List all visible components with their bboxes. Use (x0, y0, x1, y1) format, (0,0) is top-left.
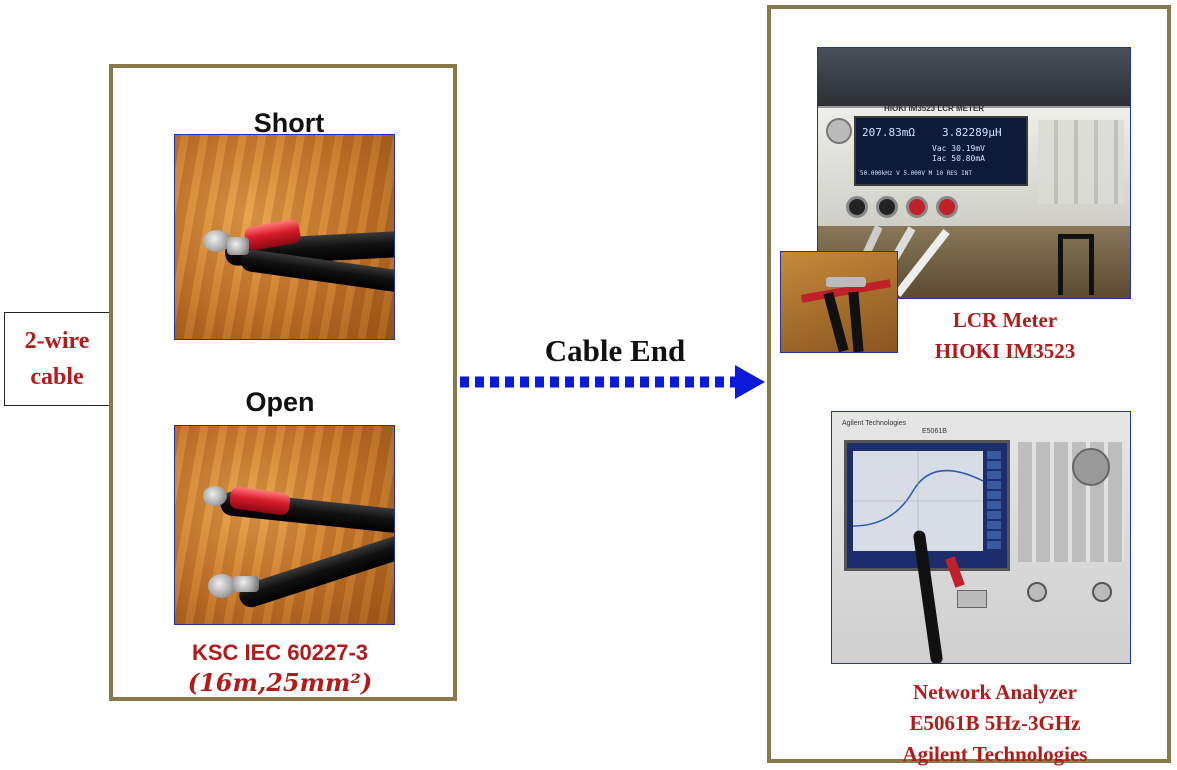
na-caption-line2: E5061B 5Hz-3GHz (909, 711, 1081, 735)
arrow-head (735, 365, 765, 399)
cable-end-arrow (460, 365, 765, 399)
na-knob-icon (1072, 448, 1110, 486)
na-model-text: E5061B (922, 428, 947, 435)
lcr-clip-inset-photo (780, 251, 898, 353)
na-caption-line3: Agilent Technologies (902, 742, 1088, 766)
lcr-meter-photo: HIOKI IM3523 LCR METER 207.83mΩ 3.82289μ… (817, 47, 1131, 299)
short-ring-lug (203, 230, 231, 252)
open-ring-lug-1 (203, 486, 227, 506)
lcr-background-equipment (818, 48, 1130, 108)
cable-conditions-frame (109, 64, 457, 701)
short-label: Short (253, 108, 325, 138)
short-lug-barrel (227, 237, 249, 255)
power-button-icon (826, 118, 852, 144)
open-label: Open (245, 387, 315, 417)
lcr-status: 50.000kHz V 5.000V M 10 RES INT (860, 170, 972, 177)
na-fixture-icon (957, 590, 987, 608)
na-caption: Network Analyzer E5061B 5Hz-3GHz Agilent… (860, 677, 1130, 770)
terminal-l-cur (846, 196, 868, 218)
na-brand-text: Agilent Technologies (842, 420, 907, 427)
open-lug-barrel-2 (233, 576, 259, 592)
lcr-reading-l: 3.82289μH (942, 126, 1002, 139)
source-label-line1: 2-wire (24, 328, 90, 354)
clip-cable-2 (848, 291, 864, 352)
lcr-meter-body: HIOKI IM3523 LCR METER 207.83mΩ 3.82289μ… (818, 104, 1130, 226)
open-cable-wire-2 (236, 525, 394, 611)
cable-dimensions-label: (16m,25mm²) (187, 668, 373, 697)
lcr-brand-text: HIOKI IM3523 LCR METER (884, 104, 985, 113)
source-label-line2: cable (30, 364, 84, 390)
network-analyzer-photo: Agilent Technologies E5061B (831, 411, 1131, 664)
lcr-iac: Iac 50.80mA (932, 154, 985, 163)
lcr-keypad (1038, 120, 1124, 204)
instruments-frame (767, 5, 1171, 763)
source-label-box: 2-wire cable (4, 312, 110, 406)
terminal-h-pot (906, 196, 928, 218)
lcr-display: HIOKI IM3523 LCR METER 207.83mΩ 3.82289μ… (854, 104, 1028, 186)
cable-standard-label: KSC IEC 60227-3 (191, 640, 369, 665)
cable-end-label: Cable End (544, 333, 686, 368)
terminal-l-pot (876, 196, 898, 218)
clip-cable-1 (823, 291, 849, 352)
lcr-caption-line1: LCR Meter (952, 308, 1058, 332)
na-port-1 (1027, 582, 1047, 602)
lcr-caption: LCR Meter HIOKI IM3523 (895, 305, 1115, 367)
open-ring-lug-2 (208, 574, 236, 598)
open-photo (174, 425, 395, 625)
lcr-vac: Vac 30.19mV (932, 144, 985, 153)
lcr-stand (1058, 234, 1094, 295)
na-caption-line1: Network Analyzer (913, 680, 1077, 704)
na-port-2 (1092, 582, 1112, 602)
terminal-h-cur (936, 196, 958, 218)
lcr-caption-line2: HIOKI IM3523 (934, 339, 1076, 363)
clip-jaw-icon (826, 277, 866, 287)
lcr-reading-r: 207.83mΩ (862, 126, 915, 139)
na-softkeys (987, 451, 1001, 551)
short-photo (174, 134, 395, 340)
